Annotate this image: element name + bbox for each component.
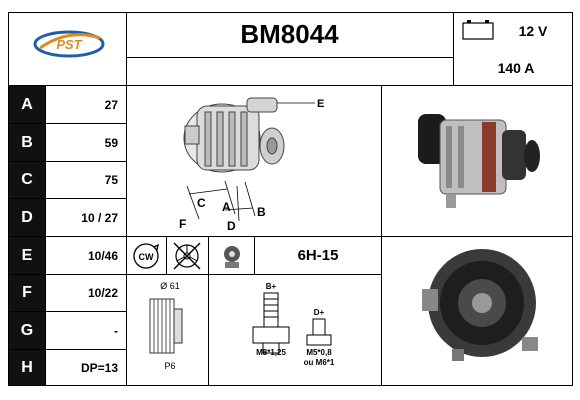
spec-value-g: - (114, 323, 118, 338)
pulley-diameter: Ø 61 (160, 281, 180, 291)
grid-line (8, 161, 126, 162)
spec-letter-h: H (9, 350, 45, 385)
logo-text: PST (56, 37, 82, 52)
spec-letter-c: C (9, 162, 45, 198)
grid-line (208, 236, 209, 386)
pulley-drawing (146, 295, 186, 357)
grid-line (8, 198, 126, 199)
terminals-drawing: B+ M8*1,25 D+ M5*0,8 ou M6*1 (209, 275, 380, 385)
grid-line (126, 12, 127, 386)
spec-value-c: 75 (104, 173, 118, 187)
dimension-diagram: E C A B F D (127, 86, 381, 236)
alternator-line-drawing (183, 97, 285, 173)
spec-sheet-frame (8, 12, 573, 386)
grid-line (45, 85, 46, 386)
spec-value-f: 10/22 (87, 286, 118, 300)
rotation-direction-icon: CW (130, 241, 162, 271)
label-c: C (197, 196, 206, 210)
terminal-d-thread-2: ou M6*1 (304, 358, 335, 367)
grid-line (254, 236, 255, 274)
connector-code: 6H-15 (297, 247, 339, 264)
spec-letter-a: A (9, 86, 45, 123)
grid-line (8, 85, 573, 86)
battery-icon (462, 18, 494, 40)
grid-line (8, 311, 126, 312)
regulator-icon (216, 241, 248, 271)
label-a: A (222, 200, 231, 214)
label-b: B (257, 205, 266, 219)
grid-line (8, 274, 381, 275)
grid-line (453, 12, 454, 85)
pulley-type: P6 (164, 361, 176, 371)
terminal-d-thread-1: M5*0,8 (306, 348, 332, 357)
label-e: E (317, 98, 324, 110)
spec-letter-f: F (9, 275, 45, 311)
terminal-b-label: B+ (266, 282, 277, 291)
spec-letter-d: D (9, 199, 45, 236)
grid-line (8, 349, 126, 350)
grid-line (8, 123, 126, 124)
spec-value-a: 27 (104, 97, 118, 112)
part-number: BM8044 (240, 19, 339, 49)
spec-letter-g: G (9, 312, 45, 349)
grid-line (8, 236, 573, 237)
voltage-value: 12 V (518, 23, 548, 39)
grid-line (166, 236, 167, 274)
brand-logo: PST (30, 24, 108, 64)
spec-value-d: 10 / 27 (81, 210, 118, 225)
terminal-d-label: D+ (314, 308, 325, 317)
spec-value-h: DP=13 (80, 360, 118, 375)
no-fan-icon (171, 240, 203, 272)
grid-line (381, 85, 382, 386)
spec-letter-b: B (9, 124, 45, 161)
spec-value-b: 59 (104, 135, 118, 150)
terminal-b-thread: M8*1,25 (256, 348, 286, 357)
label-d: D (227, 219, 236, 233)
rotation-label: CW (139, 252, 154, 262)
spec-value-e: 10/46 (87, 248, 118, 263)
label-f: F (179, 217, 186, 231)
amperage-value: 140 A (497, 60, 535, 76)
alternator-side-photo (382, 86, 573, 236)
grid-line (126, 57, 453, 58)
alternator-front-photo (382, 237, 573, 385)
spec-letter-e: E (9, 237, 45, 274)
